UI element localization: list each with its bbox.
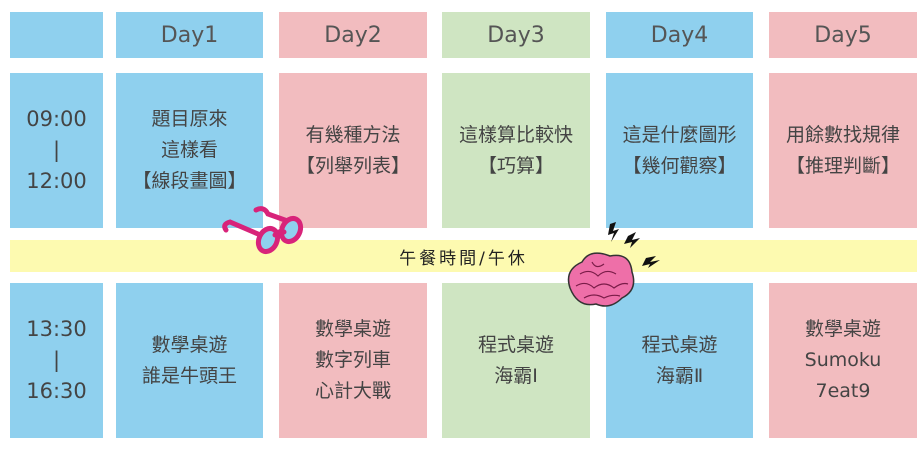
session-line: 程式桌遊 (641, 333, 718, 356)
session-line: 數字列車 (314, 349, 391, 371)
session-line: Sumoku (804, 349, 882, 371)
morning-session-day1: 題目原來 這樣看 【線段畫圖】 (116, 73, 263, 228)
morning-session-day3: 這樣算比較快 【巧算】 (442, 73, 590, 228)
session-line: 程式桌遊 (477, 333, 554, 356)
session-line: 心計大戰 (314, 380, 391, 402)
afternoon-session-day1: 數學桌遊 誰是牛頭王 (116, 283, 263, 438)
session-line: 【推理判斷】 (785, 154, 900, 177)
session-line: 題目原來 (151, 108, 228, 130)
session-line: 數學桌遊 (804, 318, 881, 340)
session-line: 這樣算比較快 (458, 123, 573, 146)
afternoon-session-day3: 程式桌遊 海霸I (442, 283, 590, 438)
session-line: 7eat9 (815, 380, 871, 402)
morning-time: 09:00 | 12:00 (10, 73, 103, 228)
morning-session-day4: 這是什麼圖形 【幾何觀察】 (606, 73, 753, 228)
header-day3: Day3 (442, 12, 590, 58)
header-corner (10, 12, 103, 58)
time-end: 12:00 (26, 169, 87, 193)
afternoon-session-day2: 數學桌遊 數字列車 心計大戰 (279, 283, 427, 438)
afternoon-session-day5: 數學桌遊 Sumoku 7eat9 (769, 283, 917, 438)
time-separator: | (52, 348, 61, 372)
header-day1: Day1 (116, 12, 263, 58)
time-separator: | (52, 138, 61, 162)
morning-session-day5: 用餘數找規律 【推理判斷】 (769, 73, 917, 228)
session-line: 有幾種方法 (305, 123, 401, 146)
session-line: 【列舉列表】 (295, 154, 410, 177)
session-line: 用餘數找規律 (785, 123, 900, 146)
time-start: 13:30 (26, 317, 87, 341)
lunch-label: 午餐時間/午休 (399, 248, 528, 269)
lunch-break-band: 午餐時間/午休 (10, 240, 917, 272)
header-day4: Day4 (606, 12, 753, 58)
time-end: 16:30 (26, 379, 87, 403)
session-line: 【線段畫圖】 (132, 170, 247, 192)
session-line: 【巧算】 (477, 154, 554, 177)
session-line: 誰是牛頭王 (141, 364, 237, 387)
session-line: 這是什麼圖形 (622, 123, 737, 146)
afternoon-time: 13:30 | 16:30 (10, 283, 103, 438)
brain-icon (567, 222, 660, 307)
time-start: 09:00 (26, 107, 87, 131)
morning-session-day2: 有幾種方法 【列舉列表】 (279, 73, 427, 228)
session-line: 數學桌遊 (314, 318, 391, 340)
session-line: 海霸I (494, 364, 538, 387)
session-line: 【幾何觀察】 (622, 154, 737, 177)
session-line: 數學桌遊 (151, 333, 228, 356)
afternoon-session-day4: 程式桌遊 海霸Ⅱ (606, 283, 753, 438)
glasses-icon (222, 206, 304, 255)
session-line: 海霸Ⅱ (655, 364, 704, 387)
session-line: 這樣看 (160, 139, 218, 161)
header-day5: Day5 (769, 12, 917, 58)
header-day2: Day2 (279, 12, 427, 58)
